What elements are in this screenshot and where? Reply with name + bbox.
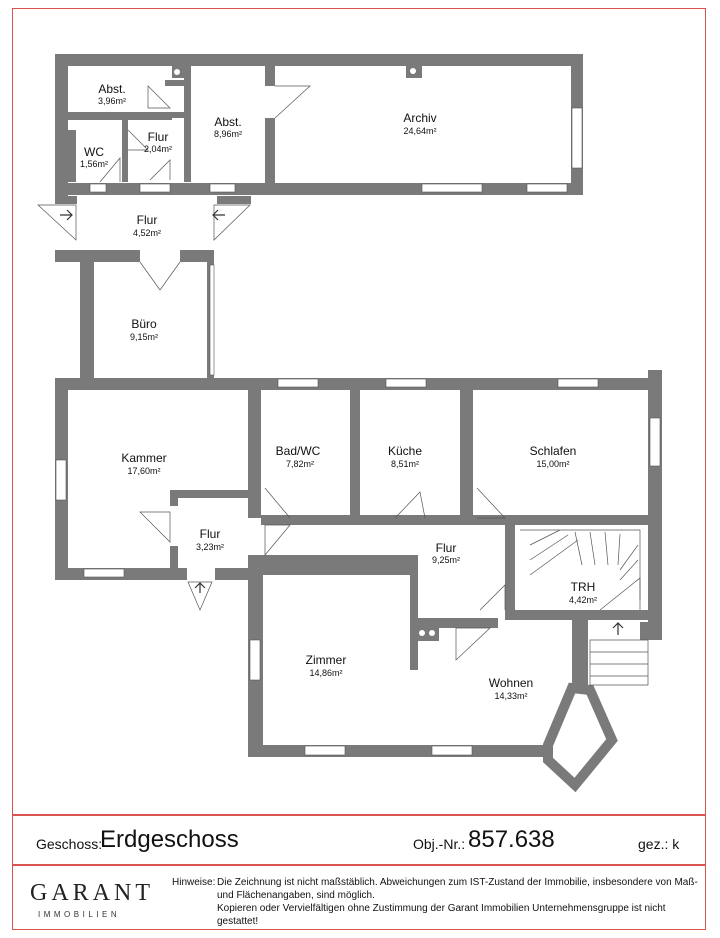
room-name-abst-1: Abst.	[98, 82, 125, 96]
bay-window	[543, 682, 618, 793]
floor-plan: Abst. 3,96m² WC 1,56m² Flur 2,04m² Abst.…	[37, 54, 662, 793]
entrance-arrow-stairs-icon	[612, 622, 624, 635]
room-area-buero: 9,15m²	[130, 332, 158, 342]
garant-logo-subtitle: IMMOBILIEN	[38, 910, 121, 919]
room-name-flur-2: Flur	[137, 213, 158, 227]
disclaimer-notes: Hinweise: Die Zeichnung ist nicht maßstä…	[172, 876, 702, 928]
room-area-zimmer: 14,86m²	[309, 668, 342, 678]
room-name-flur-3: Flur	[200, 527, 221, 541]
room-area-abst-2: 8,96m²	[214, 129, 242, 139]
room-area-wc: 1,56m²	[80, 159, 108, 169]
room-area-abst-1: 3,96m²	[98, 96, 126, 106]
room-area-wohnen: 14,33m²	[494, 691, 527, 701]
room-area-flur-2: 4,52m²	[133, 228, 161, 238]
room-name-flur-4: Flur	[436, 541, 457, 555]
entrance-arrow-south-icon	[194, 582, 206, 593]
room-area-archiv: 24,64m²	[403, 126, 436, 136]
room-labels: Abst. 3,96m² WC 1,56m² Flur 2,04m² Abst.…	[80, 82, 597, 701]
entrance-arrow-east-icon	[212, 209, 225, 221]
drawn-by-label: gez.: k	[638, 836, 680, 852]
notes-lead: Hinweise:	[172, 877, 216, 888]
room-area-flur-3: 3,23m²	[196, 542, 224, 552]
windows	[55, 107, 661, 756]
room-name-bad: Bad/WC	[276, 444, 321, 458]
entrance-arrows	[60, 209, 624, 635]
floor-label: Geschoss:	[36, 836, 103, 852]
room-name-kueche: Küche	[388, 444, 422, 458]
room-name-kammer: Kammer	[121, 451, 166, 465]
walls	[55, 54, 662, 757]
room-area-schlafen: 15,00m²	[536, 459, 569, 469]
chimney-icon	[174, 68, 439, 641]
room-name-schlafen: Schlafen	[530, 444, 577, 458]
garant-logo: GARANT	[30, 880, 154, 906]
room-area-kueche: 8,51m²	[391, 459, 419, 469]
room-area-kammer: 17,60m²	[127, 466, 160, 476]
room-name-wohnen: Wohnen	[489, 676, 533, 690]
frame-divider-top	[12, 814, 706, 816]
room-name-buero: Büro	[131, 317, 157, 331]
drawing-frame	[12, 8, 706, 930]
room-area-flur-1: 2,04m²	[144, 144, 172, 154]
object-number-value: 857.638	[468, 826, 555, 853]
room-name-wc: WC	[84, 145, 104, 159]
room-name-trh: TRH	[571, 580, 596, 594]
entrance-arrow-west-icon	[60, 209, 73, 221]
room-area-flur-4: 9,25m²	[432, 555, 460, 565]
room-name-archiv: Archiv	[403, 111, 436, 125]
room-area-trh: 4,42m²	[569, 595, 597, 605]
room-name-abst-2: Abst.	[214, 115, 241, 129]
floor-value: Erdgeschoss	[100, 826, 239, 853]
frame-divider-bottom	[12, 864, 706, 866]
notes-line-2: Kopieren oder Vervielfältigen ohne Zusti…	[217, 903, 666, 927]
room-name-flur-1: Flur	[148, 130, 169, 144]
room-name-zimmer: Zimmer	[306, 653, 347, 667]
stair-treads	[520, 529, 649, 686]
notes-line-1: Die Zeichnung ist nicht maßstäblich. Abw…	[217, 877, 698, 901]
object-number-label: Obj.-Nr.:	[413, 836, 466, 852]
room-area-bad: 7,82m²	[286, 459, 314, 469]
